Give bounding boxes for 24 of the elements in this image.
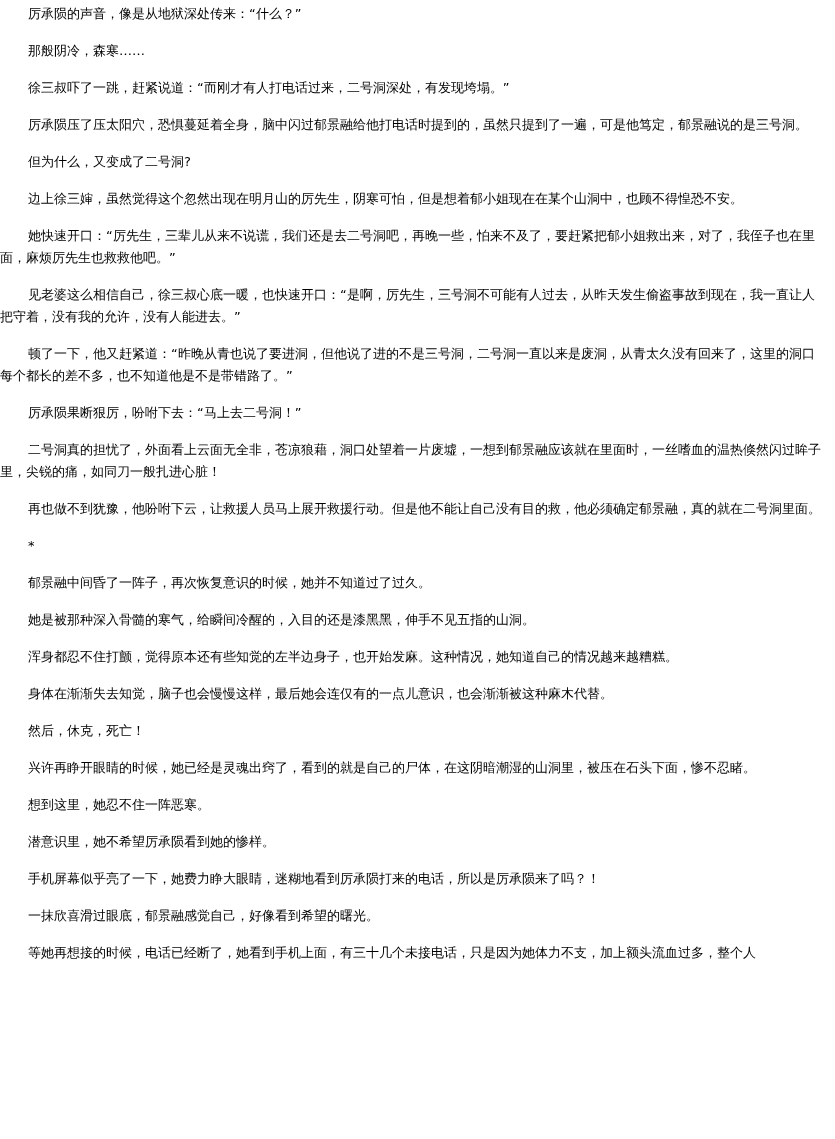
paragraph: 等她再想接的时候，电话已经断了，她看到手机上面，有三十几个未接电话，只是因为她体力不支，加上额头流血过多，整个人 bbox=[27, 944, 757, 962]
paragraph: 但为什么，又变成了二号洞? bbox=[27, 153, 192, 171]
paragraph: 想到这里，她忍不住一阵恶寒。 bbox=[27, 796, 211, 814]
paragraph: 潜意识里，她不希望厉承陨看到她的惨样。 bbox=[27, 833, 276, 851]
paragraph: 然后，休克，死亡！ bbox=[27, 722, 146, 740]
paragraph: 再也做不到犹豫，他吩咐下云，让救援人员马上展开救援行动。但是他不能让自己没有目的救，他必须确定郁景融，真的就在二号洞里面。 bbox=[27, 500, 821, 518]
paragraph: 那般阴冷，森寒…… bbox=[27, 42, 146, 60]
paragraph: 厉承陨的声音，像是从地狱深处传来：“什么？” bbox=[27, 5, 303, 23]
paragraph: 身体在渐渐失去知觉，脑子也会慢慢这样，最后她会连仅有的一点儿意识，也会渐渐被这种麻木代替。 bbox=[27, 685, 614, 703]
paragraph: 她是被那种深入骨髓的寒气，给瞬间冷醒的，入目的还是漆黑黑，伸手不见五指的山洞。 bbox=[27, 611, 536, 629]
paragraph: 她快速开口：“厉先生，三辈儿从来不说谎，我们还是去二号洞吧，再晚一些，怕来不及了，要赶紧把郁小姐救出来，对了，我侄子也在里面，麻烦厉先生也救救他吧。” bbox=[0, 227, 816, 267]
paragraph: 见老婆这么相信自己，徐三叔心底一暖，也快速开口：“是啊，厉先生，三号洞不可能有人过去，从昨天发生偷盗事故到现在，我一直让人把守着，没有我的允许，没有人能进去。” bbox=[0, 286, 816, 326]
paragraph: 浑身都忍不住打颤，觉得原本还有些知觉的左半边身子，也开始发麻。这种情况，她知道自己的情况越来越糟糕。 bbox=[27, 648, 679, 666]
paragraph: 顿了一下，他又赶紧道：“昨晚从青也说了要进洞，但他说了进的不是三号洞，二号洞一直以来是废洞，从青太久没有回来了，这里的洞口每个都长的差不多，也不知道他是不是带错路了。” bbox=[0, 345, 816, 385]
paragraph: * bbox=[27, 537, 36, 555]
paragraph: 徐三叔吓了一跳，赶紧说道：“而刚才有人打电话过来，二号洞深处，有发现垮塌。” bbox=[27, 79, 511, 97]
paragraph: 郁景融中间昏了一阵子，再次恢复意识的时候，她并不知道过了过久。 bbox=[27, 574, 432, 592]
paragraph: 厉承陨压了压太阳穴，恐惧蔓延着全身，脑中闪过郁景融给他打电话时提到的，虽然只提到了一遍，可是他笃定，郁景融说的是三号洞。 bbox=[27, 116, 809, 134]
paragraph: 手机屏幕似乎亮了一下，她费力睁大眼睛，迷糊地看到厉承陨打来的电话，所以是厉承陨来了吗？！ bbox=[27, 870, 601, 888]
paragraph: 厉承陨果断狠厉，吩咐下去：“马上去二号洞！” bbox=[27, 404, 303, 422]
paragraph: 兴许再睁开眼睛的时候，她已经是灵魂出窍了，看到的就是自己的尸体，在这阴暗潮湿的山洞里，被压在石头下面，惨不忍睹。 bbox=[27, 759, 757, 777]
paragraph: 一抹欣喜滑过眼底，郁景融感觉自己，好像看到希望的曙光。 bbox=[27, 907, 380, 925]
paragraph: 二号洞真的担忧了，外面看上云面无全非，苍凉狼藉，洞口处望着一片废墟，一想到郁景融应该就在里面时，一丝嗜血的温热倏然闪过眸子里，尖锐的痛，如同刀一般扎进心脏！ bbox=[0, 441, 821, 481]
paragraph: 边上徐三婶，虽然觉得这个忽然出现在明月山的厉先生，阴寒可怕，但是想着郁小姐现在在某个山洞中，也顾不得惶恐不安。 bbox=[27, 190, 744, 208]
